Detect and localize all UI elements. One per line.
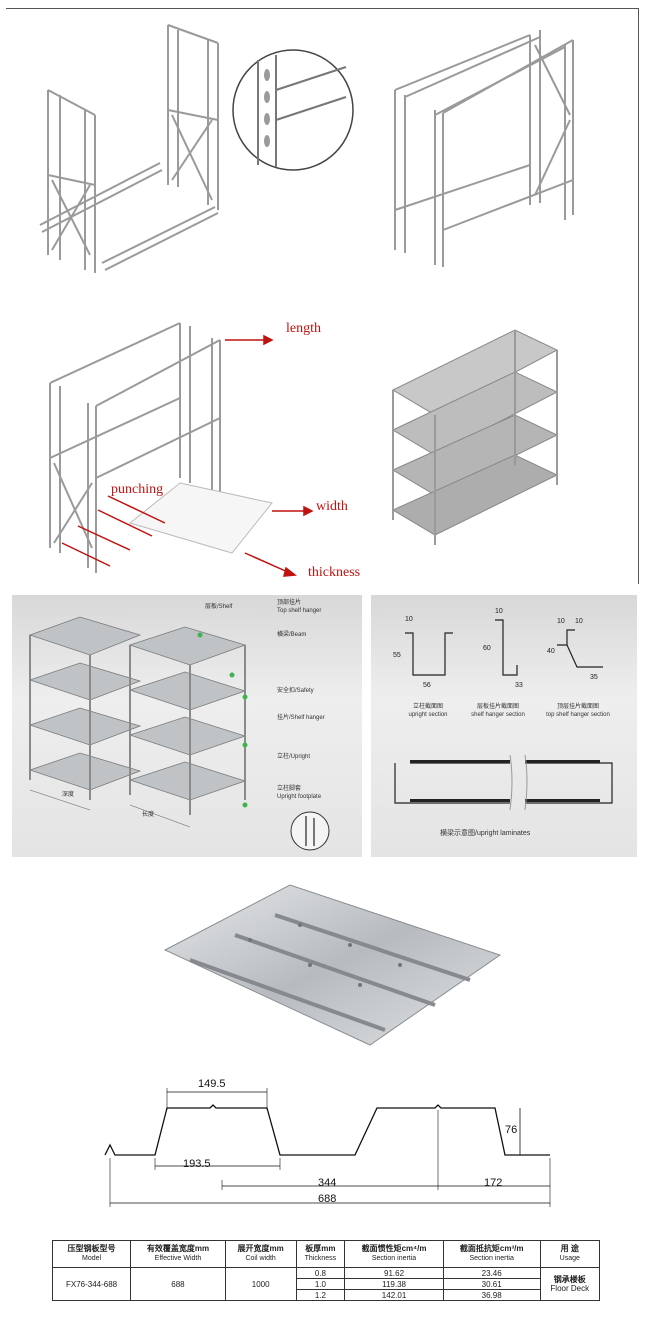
top-hanger-dim-d: 35 (590, 674, 598, 681)
cell-inertia: 119.38 (344, 1278, 444, 1290)
thickness-label: thickness (308, 565, 361, 580)
cell-modulus: 23.46 (442, 1267, 541, 1279)
hanger-dim-bottom: 33 (515, 682, 523, 689)
connector-detail-drawing (232, 49, 354, 171)
assembled-frame-drawing (394, 30, 574, 267)
cell-modulus: 30.61 (442, 1278, 541, 1290)
length-label: length (286, 321, 321, 336)
hanger-section-en: shelf hanger section (471, 712, 525, 718)
callout-beam: 横梁/Beam (277, 632, 307, 638)
dim-76: 76 (505, 1124, 518, 1136)
upright-section-cn: 立柱截面图 (412, 704, 443, 710)
cell-effective-width: 688 (130, 1267, 226, 1301)
top-hanger-dim-b: 10 (575, 618, 583, 625)
cell-modulus: 36.98 (442, 1289, 541, 1301)
cell-inertia: 142.01 (344, 1289, 444, 1301)
top-hanger-dim-a: 10 (557, 618, 565, 625)
section-profiles: 10 55 56 10 60 33 10 10 40 35 (393, 608, 603, 689)
cell-thickness: 1.2 (295, 1289, 346, 1301)
table-row: 1.2 142.01 36.98 (53, 1289, 600, 1301)
beam-laminates-drawing (394, 755, 613, 810)
table-row: FX76-344-688 688 1000 0.8 91.62 23.46 钢承… (51, 1267, 601, 1301)
hanger-dim-side: 60 (483, 645, 491, 652)
cell-thickness: 1.0 (295, 1278, 346, 1290)
assembly-frame (6, 8, 639, 584)
top-hanger-section-en: top shelf hanger section (546, 712, 610, 718)
exploded-rack-drawing (39, 24, 219, 273)
floor-deck-image (163, 884, 502, 1046)
dim-172: 172 (484, 1177, 503, 1189)
deck-profile-drawing (104, 1088, 551, 1207)
hanger-dim-top: 10 (495, 608, 503, 615)
footplate-detail-drawing (290, 811, 330, 851)
callout-shelf: 层板/Shelf (205, 604, 233, 610)
dim-193-5: 193.5 (183, 1158, 211, 1170)
usage-cn: 钢承楼板 (553, 1275, 586, 1284)
rack-dimension-drawing (49, 322, 314, 577)
cell-thickness: 0.8 (295, 1267, 346, 1279)
punching-label: punching (111, 482, 164, 497)
upright-dim-side: 55 (393, 652, 401, 659)
callout-length: 长度 (142, 812, 155, 818)
callout-footplate-cn: 立柱脚套 (277, 786, 302, 792)
dim-688: 688 (318, 1193, 337, 1205)
top-hanger-section-cn: 顶层挂片截面图 (556, 704, 599, 710)
hanger-section-cn: 层板挂片截面图 (476, 704, 519, 710)
cell-model: FX76-344-688 (51, 1267, 132, 1301)
upright-dim-top: 10 (405, 616, 413, 623)
width-label: width (316, 499, 348, 514)
double-rack-drawing (28, 616, 248, 828)
shelving-unit-drawing (391, 329, 559, 545)
sections-panel (371, 595, 637, 857)
callout-depth: 深度 (62, 792, 75, 798)
callout-footplate-en: Upright footplate (277, 794, 322, 800)
callout-top-hanger-en: Top shelf hanger (277, 608, 322, 614)
upright-dim-bottom: 56 (423, 682, 431, 689)
upright-section-en: upright section (408, 712, 448, 718)
usage-en: Floor Deck (550, 1284, 590, 1293)
callout-upright: 立柱/Upright (277, 754, 311, 760)
dim-344: 344 (318, 1177, 337, 1189)
callout-shelf-hanger: 挂片/Shelf hanger (277, 715, 325, 721)
callout-top-hanger-cn: 顶部挂片 (277, 600, 302, 606)
dim-149-5: 149.5 (198, 1078, 226, 1090)
cell-coil-width: 1000 (224, 1267, 297, 1301)
laminates-caption: 横梁示意图/upright laminates (440, 830, 531, 837)
callout-safety: 安全扣/Safety (277, 688, 314, 694)
top-hanger-dim-c: 40 (547, 648, 555, 655)
cell-inertia: 91.62 (344, 1267, 444, 1279)
